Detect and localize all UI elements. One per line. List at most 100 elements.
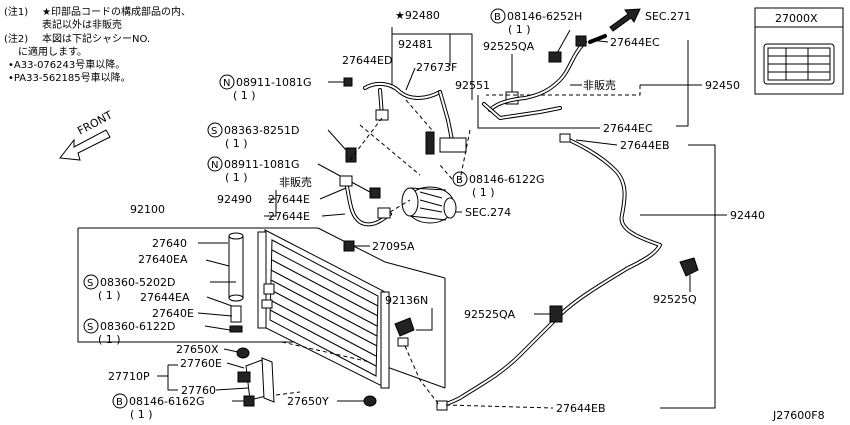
note2-prefix: (注2) — [4, 32, 28, 45]
callout-92136n: 92136N — [385, 294, 433, 331]
label-92100: 92100 — [130, 203, 165, 216]
label-92136n: 92136N — [385, 294, 428, 307]
label-27644ea: 27644EA — [140, 291, 190, 304]
label-08146-6122g: 08146-6122G — [469, 173, 544, 186]
label-27644e-1: 27644E — [268, 193, 310, 206]
label-sec274: SEC.274 — [465, 206, 511, 219]
qty-08360-5202d: ( 1 ) — [98, 289, 121, 302]
label-92551: 92551 — [455, 79, 490, 92]
label-27644e-2: 27644E — [268, 210, 310, 223]
label-27000x-box: 27000X — [754, 7, 844, 95]
front-label: FRONT — [75, 108, 115, 137]
label-08911-1081g-mid: 08911-1081G — [224, 158, 299, 171]
note2-line2: に適用します。 — [18, 45, 87, 58]
callout-92450: 92450 非販売 — [486, 79, 740, 96]
label-92481: 92481 — [398, 38, 433, 51]
label-08360-5202d: 08360-5202D — [100, 276, 175, 289]
condenser-fins — [269, 249, 379, 367]
label-27650x: 27650X — [176, 343, 219, 356]
label-27640: 27640 — [152, 237, 187, 250]
label-27000x: 27000X — [775, 12, 818, 25]
note1-line1: ★印部品コードの構成部品の内、 — [42, 5, 191, 18]
callout-b08146-6162g: B 08146-6162G ( 1 ) — [112, 393, 255, 421]
qty-08146-6162g: ( 1 ) — [130, 408, 153, 421]
label-27644eb-bottom: 27644EB — [556, 402, 606, 415]
qty-08911-1081g-mid: ( 1 ) — [225, 171, 248, 184]
note1-line2: 表記以外は非販売 — [42, 18, 122, 31]
sec271-callout: SEC.271 — [609, 8, 691, 32]
callout-27644eb-bottom: 27644EB — [445, 402, 606, 415]
callout-b08146-6252h: B 08146-6252H ( 1 ) — [490, 8, 582, 63]
label-27673f: 27673F — [416, 61, 457, 74]
note1-prefix: (注1) — [4, 5, 28, 18]
label-92490: 92490 — [217, 193, 252, 206]
label-27644ec-top: 27644EC — [610, 36, 660, 49]
label-hanbai-top: 非販売 — [583, 79, 616, 92]
callout-27644eb-top: 27644EB — [575, 139, 716, 409]
prefix-s-6122d: S — [87, 322, 93, 333]
callout-92551: 92551 27644EC — [455, 79, 653, 135]
note2-item1: •A33-076243号車以降。 — [8, 58, 125, 71]
pipe-92440: 92440 — [436, 133, 765, 411]
prefix-n-top: N — [223, 78, 230, 89]
label-27760: 27760 — [181, 384, 216, 397]
note2-item2: •PA33-562185号車以降。 — [8, 71, 131, 84]
prefix-n-mid: N — [211, 160, 218, 171]
label-27644ec-mid: 27644EC — [603, 122, 653, 135]
label-hanbai-mid: 非販売 — [279, 176, 312, 189]
qty-08360-6122d: ( 1 ) — [98, 333, 121, 346]
diagram-code: J27600F8 — [772, 409, 825, 422]
callout-lower-left: 27650X 27760E 27710P 27760 — [108, 343, 275, 403]
qty-08911-1081g-top: ( 1 ) — [233, 89, 256, 102]
callout-n08911-top: N 08911-1081G ( 1 ) — [219, 74, 353, 102]
pipe-92450 — [482, 34, 607, 120]
label-27760e: 27760E — [180, 357, 222, 370]
label-08360-6122d: 08360-6122D — [100, 320, 175, 333]
dashed-leaders-lower — [275, 341, 441, 407]
label-92450: 92450 — [705, 79, 740, 92]
callout-27644ec-top: 27644EC — [589, 36, 689, 127]
prefix-b-6252h: B — [494, 12, 501, 23]
label-08146-6162g: 08146-6162G — [129, 395, 204, 408]
callout-92525qa-top: 92525QA — [483, 40, 535, 105]
label-27644eb-top: 27644EB — [620, 139, 670, 152]
qty-08146-6252h: ( 1 ) — [508, 23, 531, 36]
label-27640ea: 27640EA — [138, 253, 188, 266]
callout-n08911-mid: N 08911-1081G ( 1 ) — [207, 156, 381, 199]
label-27644ed: 27644ED — [342, 54, 392, 67]
callout-27650y: 27650Y — [287, 395, 377, 408]
qty-08146-6122g: ( 1 ) — [472, 186, 495, 199]
label-92525qa-top: 92525QA — [483, 40, 535, 53]
hose-92481 — [363, 81, 467, 155]
callout-s08363-8251d: S 08363-8251D ( 1 ) — [207, 122, 357, 163]
hose-92490 — [339, 175, 392, 227]
label-92440: 92440 — [730, 209, 765, 222]
label-08363-8251d: 08363-8251D — [224, 124, 299, 137]
callout-27095a: 27095A — [343, 240, 415, 253]
callout-92525q: 92525Q — [653, 257, 699, 306]
prefix-s-5202d: S — [87, 278, 93, 289]
label-27710p: 27710P — [108, 370, 150, 383]
bracket-92480: ★92480 92481 27644ED 27673F — [342, 9, 473, 100]
label-08146-6252h: 08146-6252H — [507, 10, 582, 23]
front-arrow-icon: FRONT — [59, 108, 115, 161]
label-sec271: SEC.271 — [645, 10, 691, 23]
callout-b08146-6122g: B 08146-6122G ( 1 ) — [439, 164, 544, 199]
label-92525q: 92525Q — [653, 293, 697, 306]
prefix-b-6162g: B — [116, 397, 123, 408]
condenser-92100-group: 92100 27640 276 — [77, 203, 446, 389]
label-27650y: 27650Y — [287, 395, 329, 408]
compressor: SEC.274 — [401, 186, 511, 224]
label-08911-1081g-top: 08911-1081G — [236, 76, 311, 89]
label-92480: ★92480 — [395, 9, 440, 22]
dashed-leaders-top — [349, 99, 471, 213]
label-92525qa-low: 92525QA — [464, 308, 516, 321]
callout-92525qa-low: 92525QA — [464, 305, 563, 323]
label-27095a: 27095A — [372, 240, 415, 253]
note2-line1: 本図は下記シャシーNO. — [42, 32, 150, 45]
prefix-b-6122g: B — [456, 175, 463, 186]
prefix-s-08363: S — [211, 126, 217, 137]
notes-block: (注1) ★印部品コードの構成部品の内、 表記以外は非販売 (注2) 本図は下記… — [4, 5, 191, 84]
